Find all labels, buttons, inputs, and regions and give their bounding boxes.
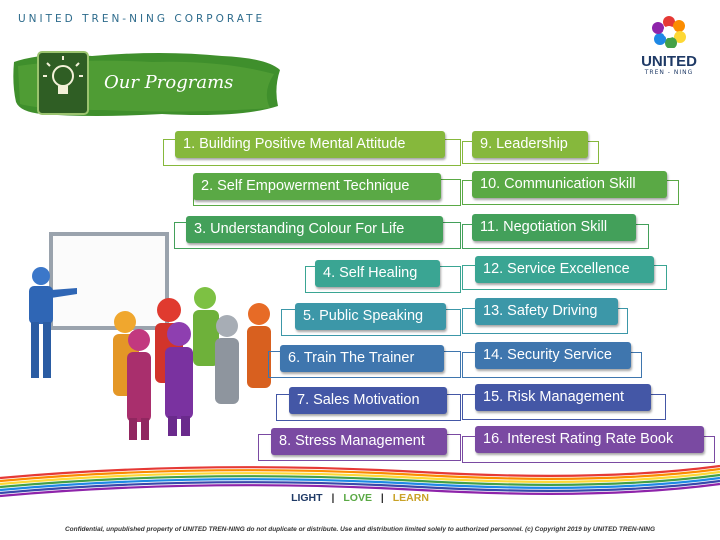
program-10[interactable]: 10. Communication Skill [472, 171, 667, 198]
footer-separator: | [380, 492, 384, 504]
footer-tagline: LIGHT | LOVE | LEARN [0, 492, 720, 504]
program-6[interactable]: 6. Train The Trainer [280, 345, 444, 372]
program-13[interactable]: 13. Safety Driving [475, 298, 618, 325]
audience-icon [113, 287, 271, 440]
confidential-notice: Confidential, unpublished property of UN… [64, 526, 656, 533]
program-1[interactable]: 1. Building Positive Mental Attitude [175, 131, 445, 158]
program-7[interactable]: 7. Sales Motivation [289, 387, 447, 414]
banner-title: Our Programs [104, 72, 234, 93]
program-9[interactable]: 9. Leadership [472, 131, 588, 158]
rainbow-wave [0, 464, 720, 498]
program-16[interactable]: 16. Interest Rating Rate Book [475, 426, 704, 453]
company-name: UNITED TREN-NING CORPORATE [18, 13, 266, 25]
program-2[interactable]: 2. Self Empowerment Technique [193, 173, 441, 200]
program-14[interactable]: 14. Security Service [475, 342, 631, 369]
presenter-illustration [29, 232, 271, 440]
footer-light: LIGHT [291, 492, 323, 504]
program-11[interactable]: 11. Negotiation Skill [472, 214, 636, 241]
logo-name: UNITED [641, 53, 697, 70]
footer-learn: LEARN [392, 492, 429, 504]
footer-separator: | [331, 492, 335, 504]
logo-subtitle: TREN - NING [644, 69, 694, 76]
programs-banner [13, 51, 280, 116]
flower-logo-icon [652, 16, 686, 49]
program-15[interactable]: 15. Risk Management [475, 384, 651, 411]
program-8[interactable]: 8. Stress Management [271, 428, 447, 455]
footer-love: LOVE [343, 492, 372, 504]
lightbulb-icon [43, 56, 83, 94]
program-3[interactable]: 3. Understanding Colour For Life [186, 216, 443, 243]
presenter-icon [29, 267, 77, 378]
program-4[interactable]: 4. Self Healing [315, 260, 440, 287]
program-12[interactable]: 12. Service Excellence [475, 256, 654, 283]
united-logo: UNITED TREN - NING [636, 14, 702, 76]
program-5[interactable]: 5. Public Speaking [295, 303, 446, 330]
